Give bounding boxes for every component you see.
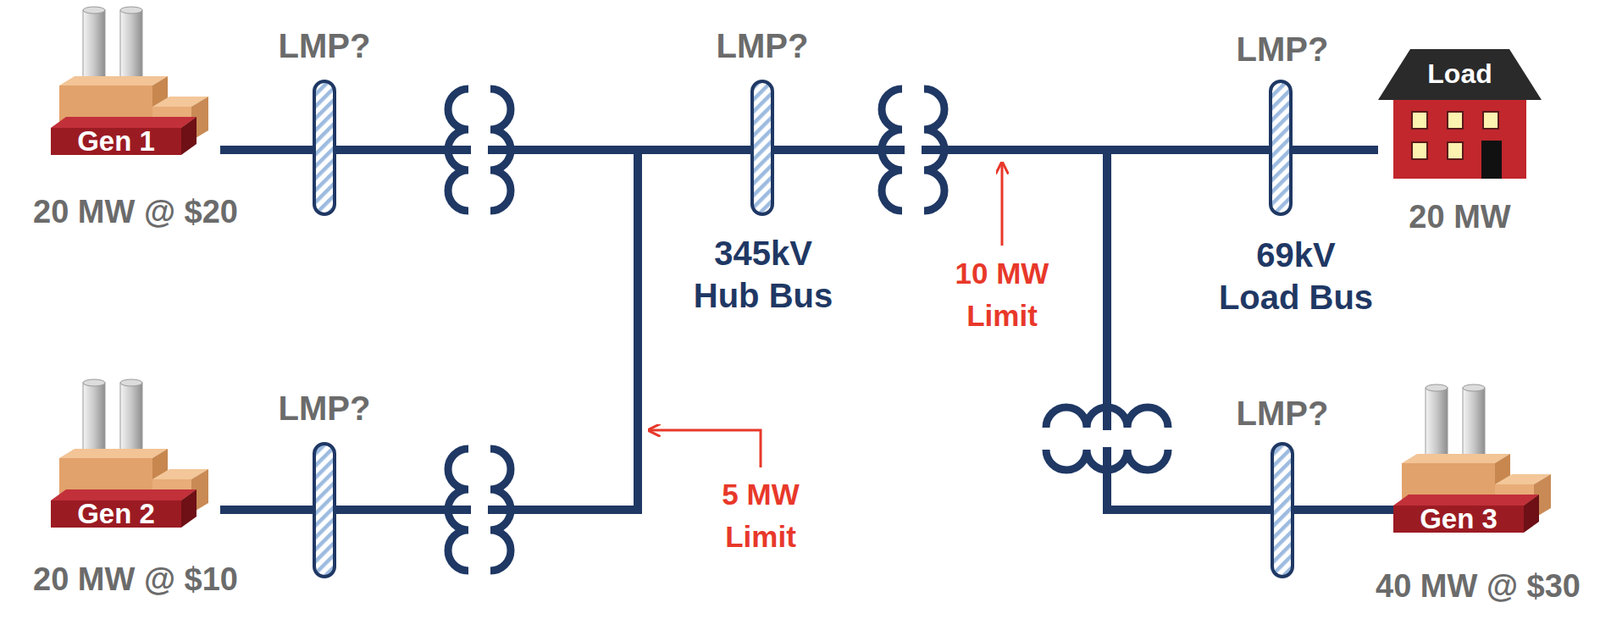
- transformer-symbol: [448, 88, 511, 211]
- unit-name: Load: [1403, 52, 1517, 95]
- generator-icon: Gen 120 MW @ $20: [50, 5, 221, 169]
- transformer-symbol: [1046, 407, 1169, 471]
- bus-name: 69kV Load Bus: [1211, 233, 1381, 319]
- capacity-label: 20 MW @ $10: [33, 559, 239, 599]
- limit-leader: [648, 430, 761, 468]
- unit-name: Gen 3: [1393, 505, 1524, 533]
- line-limit: 10 MW Limit: [938, 252, 1066, 337]
- line-limit: 5 MW Limit: [704, 473, 817, 558]
- generator-icon: Gen 340 MW @ $30: [1393, 382, 1563, 547]
- price-query: LMP?: [1218, 392, 1346, 435]
- price-query: LMP?: [260, 387, 388, 430]
- limit-leader: [1001, 162, 1004, 246]
- price-query: LMP?: [698, 24, 826, 67]
- power-line: [220, 149, 1379, 510]
- generator-icon: Gen 220 MW @ $10: [50, 377, 221, 542]
- transformer-symbol: [448, 448, 511, 571]
- price-query: LMP?: [260, 24, 388, 67]
- transformer-symbol: [881, 88, 945, 211]
- unit-name: Gen 2: [50, 500, 182, 528]
- price-query: LMP?: [1218, 27, 1346, 71]
- bus-bar: [1270, 81, 1291, 215]
- load-icon: Load20 MW: [1378, 45, 1542, 179]
- capacity-label: 20 MW @ $20: [33, 192, 239, 232]
- power-line: [1107, 149, 1394, 510]
- bus-bar: [314, 81, 335, 215]
- capacity-label: 40 MW @ $30: [1375, 566, 1581, 606]
- bus-bar: [752, 81, 773, 215]
- unit-name: Gen 1: [50, 127, 182, 156]
- bus-bar: [1272, 443, 1293, 577]
- bus-bar: [314, 443, 335, 577]
- capacity-label: 20 MW: [1408, 197, 1511, 237]
- bus-name: 345kV Hub Bus: [683, 232, 843, 317]
